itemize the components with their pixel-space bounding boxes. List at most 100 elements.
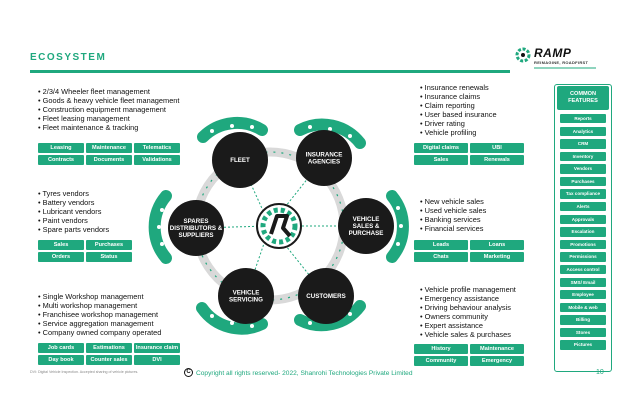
chip[interactable]: Marketing	[470, 252, 524, 262]
bullet-item: Vehicle sales & purchases	[420, 330, 516, 340]
bullet-item: Spare parts vendors	[38, 225, 110, 235]
bullet-item: Battery vendors	[38, 198, 109, 208]
feature-item[interactable]: Escalation	[560, 227, 606, 237]
feature-item[interactable]: SMS/ Email	[560, 277, 606, 287]
chip[interactable]: Sales	[38, 240, 84, 250]
node-label: FLEET	[230, 157, 250, 164]
feature-item[interactable]: Alerts	[560, 202, 606, 212]
chip[interactable]: Community	[414, 356, 468, 366]
chip[interactable]: Insurance claim	[134, 343, 180, 353]
chip[interactable]: UBI	[470, 143, 524, 153]
feature-item[interactable]: Promotions	[560, 239, 606, 250]
logo-tagline: REIMAGINE, ROADFIRST	[534, 60, 589, 65]
feature-item[interactable]: Reports	[560, 114, 606, 124]
feature-item[interactable]: Approvals	[560, 214, 606, 225]
node-label: SALES &	[353, 223, 380, 230]
bullet-item: Expert assistance	[420, 321, 516, 331]
chip[interactable]: Telematics	[134, 143, 180, 153]
chip[interactable]: Job cards	[38, 343, 84, 353]
chip[interactable]: Digital claims	[414, 143, 468, 153]
chip[interactable]: Validations	[134, 155, 180, 165]
bullet-item: Single Workshop management	[38, 292, 161, 302]
node-label: DISTRIBUTORS &	[170, 225, 223, 232]
chip[interactable]: Emergency	[470, 356, 524, 366]
section-title: ECOSYSTEM	[30, 52, 107, 63]
chip[interactable]: Sales	[414, 155, 468, 165]
chip[interactable]: Orders	[38, 252, 84, 262]
servicing-bullets: Single Workshop management Multi worksho…	[38, 292, 162, 338]
chip[interactable]: Contracts	[38, 155, 84, 165]
chip[interactable]: Day book	[38, 355, 84, 365]
node-label: SPARES	[184, 218, 209, 225]
sales-chips: Leads Loans Chats Marketing	[414, 240, 524, 262]
feature-item[interactable]: Tax compliance	[560, 189, 606, 199]
node-circle	[298, 268, 354, 324]
node-circle	[212, 132, 268, 188]
bullet-item: Financial services	[420, 224, 486, 234]
page-number: 10	[596, 369, 604, 376]
feature-item[interactable]: Inventory	[560, 151, 606, 162]
bullet-item: Fleet leasing management	[38, 114, 179, 124]
section-underline	[30, 70, 510, 73]
feature-item[interactable]: Mobile & web	[560, 302, 606, 313]
fleet-chips: Leasing Maintenance Telematics Contracts…	[38, 143, 180, 165]
node-label: INSURANCE	[306, 152, 343, 159]
chip[interactable]: Chats	[414, 252, 468, 262]
bullet-item: Service aggregation management	[38, 319, 161, 329]
feature-item[interactable]: Billing	[560, 315, 606, 325]
node-circle	[168, 200, 224, 256]
logo-text: RAMP	[534, 46, 572, 60]
copyright-icon: C	[184, 368, 193, 377]
feature-item[interactable]: Access control	[560, 264, 606, 275]
top-band	[0, 0, 620, 58]
node-label: AGENCIES	[308, 159, 340, 166]
feature-item[interactable]: Vendors	[560, 164, 606, 174]
chip[interactable]: Documents	[86, 155, 132, 165]
bullet-item: Vehicle profiling	[420, 128, 497, 138]
bullet-item: Tyres vendors	[38, 189, 109, 199]
copyright-text: Copyright all rights reserved- 2022, Sha…	[196, 370, 413, 377]
node-customers: CUSTOMERS	[298, 268, 354, 324]
center-gear-icon	[256, 203, 302, 249]
feature-item[interactable]: Employee	[560, 290, 606, 300]
chip[interactable]: Renewals	[470, 155, 524, 165]
feature-item[interactable]: Analytics	[560, 126, 606, 136]
customers-bullets: Vehicle profile management Emergency ass…	[420, 285, 516, 340]
bullet-item: Lubricant vendors	[38, 207, 109, 217]
bullet-item: Paint vendors	[38, 216, 109, 226]
chip[interactable]: Status	[86, 252, 132, 262]
feature-item[interactable]: Permissions	[560, 252, 606, 262]
chip[interactable]: DVI	[134, 355, 180, 365]
chip[interactable]: Maintenance	[470, 344, 524, 354]
bullet-item: Construction equipment management	[38, 105, 179, 115]
node-circle	[338, 198, 394, 254]
bullet-item: Claim reporting	[420, 101, 497, 111]
chip[interactable]: Loans	[470, 240, 524, 250]
feature-item[interactable]: Stores	[560, 327, 606, 338]
feature-item[interactable]: Pictures	[560, 340, 606, 350]
bullet-item: New vehicle sales	[420, 197, 486, 207]
chip[interactable]: Leasing	[38, 143, 84, 153]
chip[interactable]: Maintenance	[86, 143, 132, 153]
bullet-item: Vehicle profile management	[420, 285, 516, 295]
feature-item[interactable]: Purchases	[560, 176, 606, 187]
fleet-bullets: 2/3/4 Wheeler fleet management Goods & h…	[38, 87, 180, 133]
bullet-item: Company owned company operated	[38, 328, 162, 338]
chip[interactable]: Estimations	[86, 343, 132, 353]
chip[interactable]: History	[414, 344, 468, 354]
bullet-item: Insurance claims	[420, 92, 497, 102]
chip[interactable]: Purchases	[86, 240, 132, 250]
common-features-list: Reports Analytics CRM Inventory Vendors …	[560, 114, 606, 350]
bullet-item: Emergency assistance	[420, 294, 516, 304]
node-label: PURCHASE	[349, 230, 384, 237]
node-fleet: FLEET	[212, 132, 268, 188]
feature-item[interactable]: CRM	[560, 139, 606, 149]
arc-bands	[148, 116, 409, 335]
chip[interactable]: Counter sales	[86, 355, 132, 365]
chip[interactable]: Leads	[414, 240, 468, 250]
